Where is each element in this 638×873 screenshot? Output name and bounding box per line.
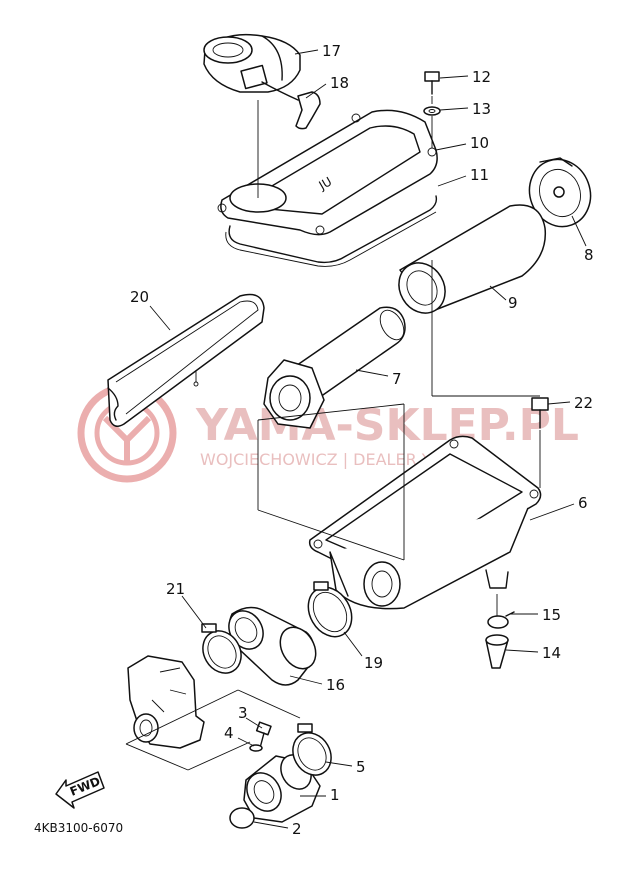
carburetor-reference (127, 655, 205, 749)
callout-14: 14 (542, 644, 561, 662)
callout-20: 20 (130, 288, 149, 306)
part-18-breather-hose (261, 81, 321, 130)
housing-mark: JU (316, 174, 335, 193)
callout-15: 15 (542, 606, 561, 624)
callout-10: 10 (470, 134, 489, 152)
fwd-arrow-icon: FWD (55, 771, 105, 809)
part-1-carburetor-joint (243, 754, 321, 823)
part-5-hose-clamp (292, 723, 332, 776)
callout-13: 13 (472, 100, 491, 118)
part-19-hose-clamp (307, 581, 353, 638)
reference-lines (125, 96, 541, 771)
callout-1: 1 (330, 786, 340, 804)
callout-22: 22 (574, 394, 593, 412)
callout-12: 12 (472, 68, 491, 86)
callout-5: 5 (356, 758, 366, 776)
callout-2: 2 (292, 820, 302, 838)
part-22-bolt (531, 397, 549, 429)
callout-19: 19 (364, 654, 383, 672)
part-14-drain-cap (485, 634, 509, 669)
callout-3: 3 (238, 704, 248, 722)
callout-21: 21 (166, 580, 185, 598)
part-10-airbox-cover: JU (217, 109, 438, 236)
part-12-screw (424, 71, 440, 95)
callout-17: 17 (322, 42, 341, 60)
callout-16: 16 (326, 676, 345, 694)
part-8-filter-cap (528, 157, 592, 228)
callout-4: 4 (224, 724, 234, 742)
part-4-washer (249, 744, 263, 752)
part-16-intake-joint (228, 606, 317, 686)
drawing-code: 4KB3100-6070 (34, 821, 123, 835)
callout-18: 18 (330, 74, 349, 92)
part-21-hose-clamp (201, 623, 242, 674)
callouts: 17 18 12 13 10 11 8 9 20 7 22 6 15 14 19… (130, 42, 594, 838)
watermark: YAMA-SKLEP.PL WOJCIECHOWICZ | DEALER YAM… (77, 383, 579, 483)
watermark-brand: YAMA-SKLEP.PL (195, 400, 579, 451)
part-9-filter-element (398, 204, 547, 314)
callout-6: 6 (578, 494, 588, 512)
callout-8: 8 (584, 246, 594, 264)
part-7-filter-guide (263, 306, 406, 429)
callout-9: 9 (508, 294, 518, 312)
part-11-cover-seal (225, 195, 438, 267)
part-13-washer (423, 106, 441, 116)
callout-11: 11 (470, 166, 489, 184)
part-17-intake-cap (203, 33, 301, 93)
part-20-side-panel (107, 293, 265, 427)
leader-lines (149, 49, 587, 829)
callout-7: 7 (392, 370, 402, 388)
part-2-o-ring (229, 807, 255, 829)
